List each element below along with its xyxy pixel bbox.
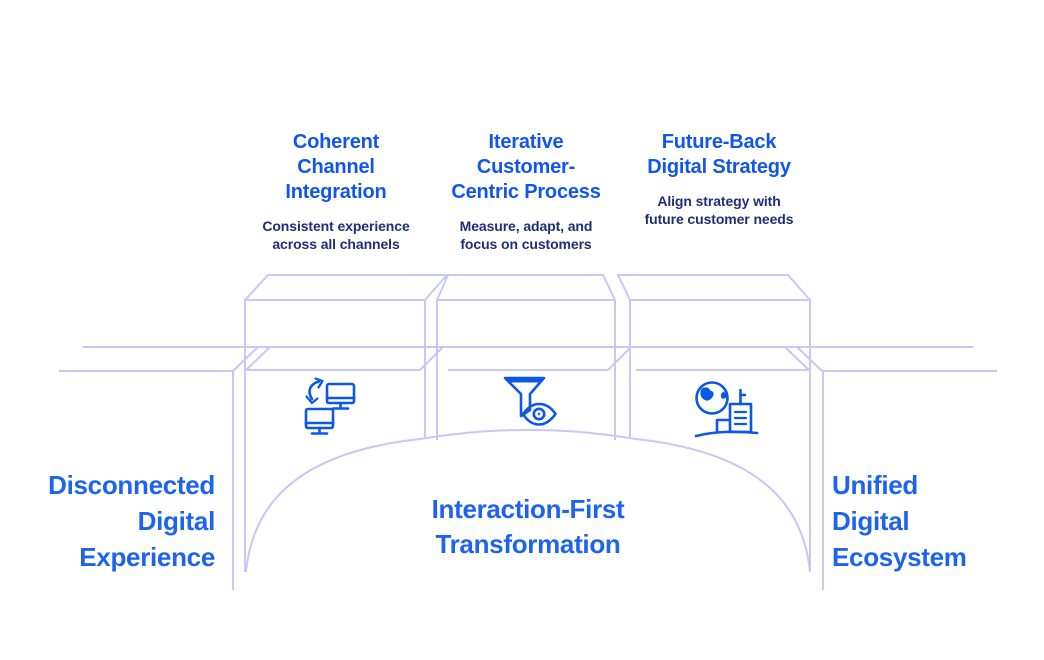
left-state-label: Disconnected Digital Experience xyxy=(48,470,215,572)
globe-building-icon xyxy=(694,381,759,438)
pillar-column-channel-integration: Coherent Channel Integration Consistent … xyxy=(231,130,441,253)
pillar-title: Coherent Channel Integration xyxy=(285,131,387,203)
pillar-column-future-back: Future-Back Digital Strategy Align strat… xyxy=(614,130,824,228)
bridge-deck xyxy=(59,346,997,372)
pillar-title: Future-Back Digital Strategy xyxy=(647,131,791,178)
funnel-eye-icon xyxy=(503,376,557,426)
bridge-slots xyxy=(419,300,632,440)
pillar-subtitle: Consistent experience across all channel… xyxy=(262,218,410,252)
monitors-sync-icon xyxy=(304,377,356,435)
bridge-arch xyxy=(245,428,811,573)
right-state-label: Unified Digital Ecosystem xyxy=(832,470,967,572)
bridge-piers xyxy=(232,300,824,590)
bridge-top-boxes xyxy=(244,274,811,348)
pillar-subtitle: Measure, adapt, and focus on customers xyxy=(459,218,593,252)
pillar-title: Iterative Customer- Centric Process xyxy=(451,131,601,203)
pillar-subtitle: Align strategy with future customer need… xyxy=(644,193,794,227)
center-transformation-label: Interaction-First Transformation xyxy=(431,494,625,559)
pillar-column-customer-centric: Iterative Customer- Centric Process Meas… xyxy=(421,130,631,253)
